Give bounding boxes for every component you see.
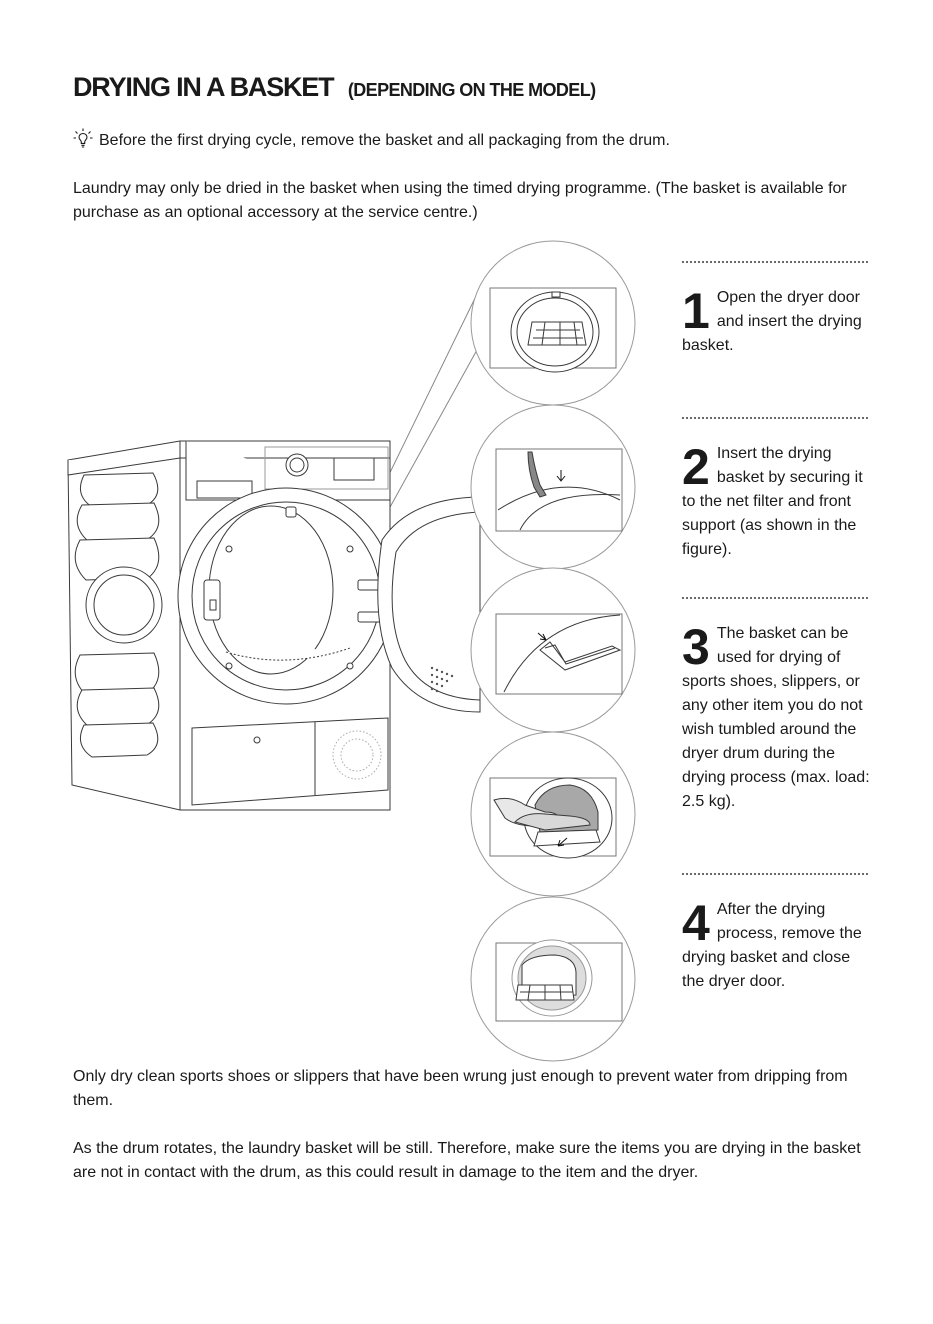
tip-text: Before the first drying cycle, remove th… (99, 132, 670, 149)
intro-paragraph: Laundry may only be dried in the basket … (73, 180, 847, 221)
tip-note: Before the first drying cycle, remove th… (73, 128, 670, 153)
inset-step-2 (495, 448, 623, 532)
lightbulb-icon (73, 128, 93, 148)
step-1: 1 Open the dryer door and insert the dry… (682, 286, 872, 358)
door-vent-dots (430, 666, 454, 693)
step-number: 2 (682, 439, 710, 495)
step-text: After the drying process, remove the dry… (682, 901, 862, 990)
step-2: 2 Insert the drying basket by securing i… (682, 442, 872, 562)
step-number: 4 (682, 895, 710, 951)
dryer-basket-illustration (67, 240, 636, 1062)
step-number: 1 (682, 283, 710, 339)
page-title: DRYING IN A BASKET (DEPENDING ON THE MOD… (73, 72, 596, 103)
inset-step-3b (489, 777, 617, 859)
step-divider (682, 873, 868, 875)
step-divider (682, 597, 868, 599)
step-text: Insert the drying basket by securing it … (682, 445, 863, 558)
inset-step-4 (495, 939, 623, 1022)
title-main: DRYING IN A BASKET (73, 72, 335, 102)
note-paragraph: Only dry clean sports shoes or slippers … (73, 1068, 848, 1109)
step-number: 3 (682, 619, 710, 675)
step-text: Open the dryer door and insert the dryin… (682, 289, 862, 354)
inset-step-3 (495, 613, 623, 695)
step-3: 3 The basket can be used for drying of s… (682, 622, 872, 814)
inset-step-1 (489, 287, 617, 373)
dryer-appliance (67, 440, 481, 811)
step-4: 4 After the drying process, remove the d… (682, 898, 872, 994)
title-subtitle: (DEPENDING ON THE MODEL) (347, 80, 596, 100)
step-divider (682, 261, 868, 263)
step-text: The basket can be used for drying of spo… (682, 625, 870, 810)
warning-paragraph: As the drum rotates, the laundry basket … (73, 1140, 861, 1181)
step-divider (682, 417, 868, 419)
